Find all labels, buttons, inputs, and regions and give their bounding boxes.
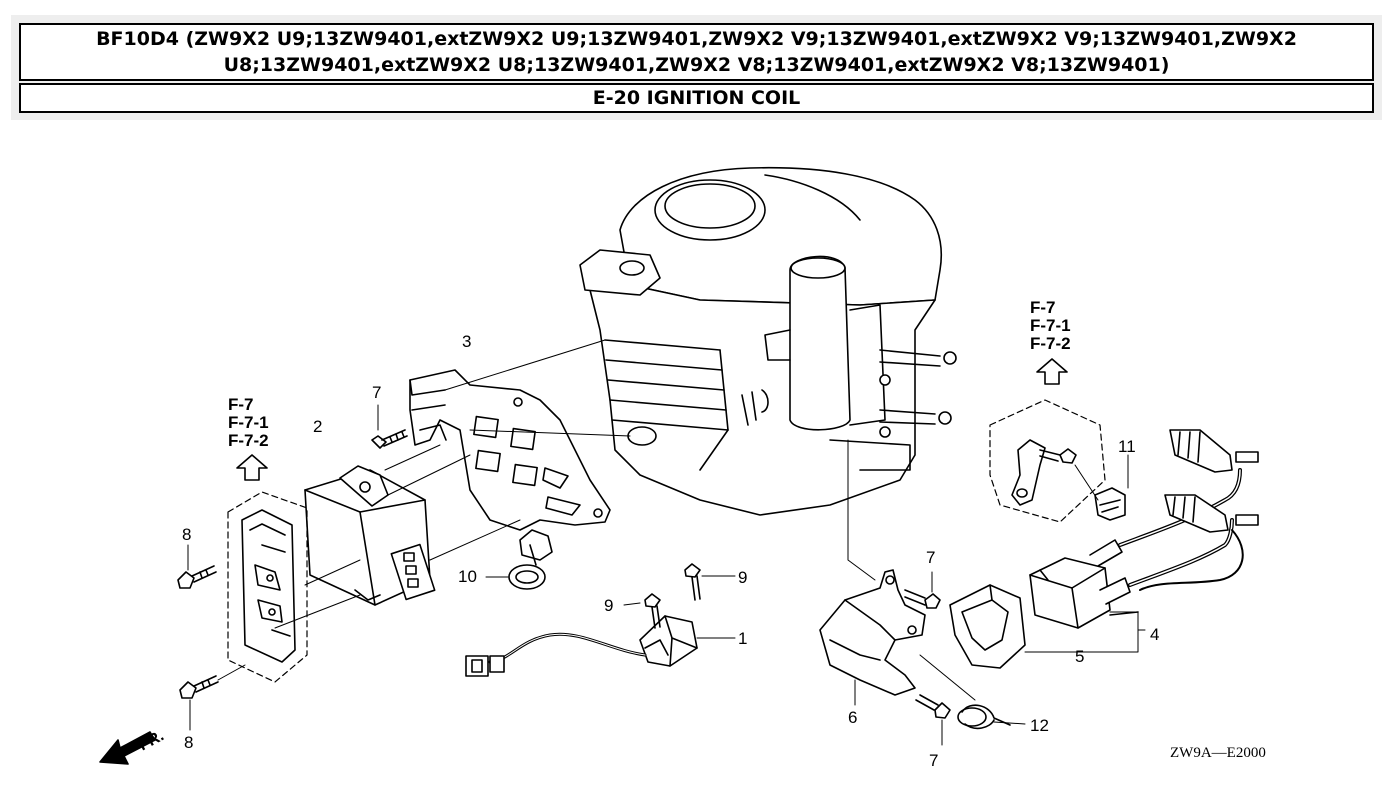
leader-line [993,721,1026,725]
part-12-clip [957,704,1011,730]
part-10-clamp [508,529,553,590]
drawing-code: ZW9A—E2000 [1170,745,1266,761]
callout-6: 6 [848,708,857,727]
right-up-arrow-icon [1036,358,1068,385]
engine-block [579,166,957,516]
callout-12: 12 [1030,716,1049,735]
callout-9-a: 9 [604,596,613,615]
leader-line [919,654,976,701]
ref-left-2[interactable]: F-7-1 [228,413,269,432]
leader-line [387,454,471,496]
cdi-bracket-area [227,491,308,683]
leader-line [274,594,361,629]
callout-5: 5 [1075,647,1084,666]
leader-line [304,559,361,586]
callout-10: 10 [458,567,477,586]
callout-3: 3 [462,332,471,351]
leader-line [623,602,641,606]
part-4-ignition-coil [1029,429,1259,629]
parts-diagram: F-7 F-7-1 F-7-2 F-7 F-7-1 F-7-2 1 2 3 4 … [0,120,1399,784]
bolt-7-upper-left [371,429,408,449]
ref-right-2[interactable]: F-7-1 [1030,316,1071,335]
callout-9-b: 9 [738,568,747,587]
ref-left-3[interactable]: F-7-2 [228,431,269,450]
part-6-coil-bracket [819,569,926,696]
left-up-arrow-icon [236,454,268,481]
callout-7-a: 7 [372,383,381,402]
part-2-cdi-unit [304,465,436,606]
bolt-8-lower [179,675,219,699]
callout-7-c: 7 [929,751,938,770]
front-arrow-icon [99,731,156,765]
callout-8-b: 8 [184,733,193,752]
leader-line [384,444,441,471]
leader-line [469,429,631,437]
callout-8-a: 8 [182,525,191,544]
front-label: FR. [136,727,167,754]
part-11-terminal [1094,487,1126,521]
coil-ground-area [989,399,1106,523]
model-title: BF10D4 (ZW9X2 U9;13ZW9401,extZW9X2 U9;13… [19,23,1374,81]
leader-line [847,439,876,581]
ref-left-1[interactable]: F-7 [228,395,254,414]
bolt-8-upper [177,565,217,589]
ref-right-3[interactable]: F-7-2 [1030,334,1071,353]
part-5-rubber-mount [949,584,1026,669]
bolt-7-middle [904,589,941,609]
leader-line [217,664,246,681]
section-title: E-20 IGNITION COIL [19,83,1374,113]
part-1-sensor [465,563,701,677]
header: BF10D4 (ZW9X2 U9;13ZW9401,extZW9X2 U9;13… [11,15,1382,120]
bolt-7-lower [915,694,951,719]
leader-line [1024,611,1139,653]
callout-7-b: 7 [926,548,935,567]
leader-line [1074,464,1099,501]
callout-1: 1 [738,629,747,648]
leader-line [429,519,521,561]
part-3-bracket-plate [409,369,611,531]
callout-11: 11 [1118,437,1136,456]
ref-right-1[interactable]: F-7 [1030,298,1056,317]
callout-2: 2 [313,417,322,436]
callout-4: 4 [1150,625,1159,644]
leader-line [444,339,606,391]
